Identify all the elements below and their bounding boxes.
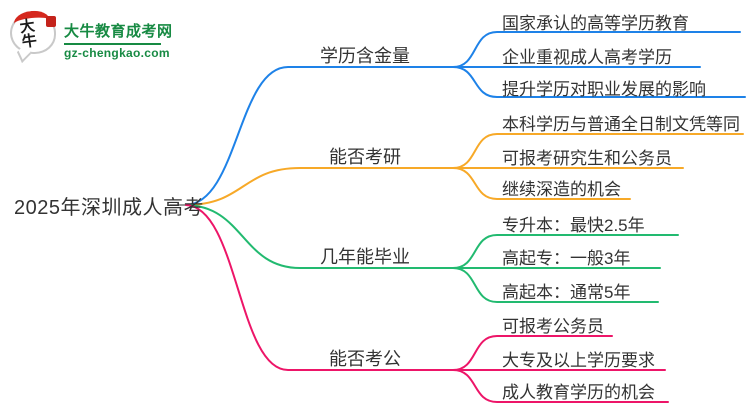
branch-node-4: 能否考公: [329, 349, 401, 369]
branch-1-child-1-line: [452, 31, 741, 68]
leaf-node: 专升本：最快2.5年: [502, 216, 645, 235]
leaf-node: 提升学历对职业发展的影响: [502, 80, 706, 99]
leaf-node: 大专及以上学历要求: [502, 351, 655, 370]
branch-2-child-1-line: [452, 133, 744, 169]
branch-1-trunk-line: [185, 66, 701, 206]
branch-2-child-3-line: [452, 167, 631, 200]
leaf-node: 继续深造的机会: [502, 180, 621, 199]
logo-text-block: 大牛教育成考网 gz-chengkao.com: [64, 12, 173, 60]
branch-3-child-3-line: [452, 267, 659, 303]
logo-domain: gz-chengkao.com: [64, 46, 170, 60]
branch-2-trunk-line: [185, 167, 684, 206]
branch-4-child-1-line: [452, 335, 613, 371]
logo-seal-stamp-icon: [46, 16, 56, 27]
leaf-node: 可报考研究生和公务员: [502, 149, 672, 168]
site-logo: 大牛 大牛教育成考网 gz-chengkao.com: [10, 9, 173, 60]
logo-divider: [64, 43, 161, 45]
logo-title: 大牛教育成考网: [64, 23, 173, 40]
leaf-node: 高起本：通常5年: [502, 283, 631, 302]
leaf-node: 可报考公务员: [502, 317, 604, 336]
root-node: 2025年深圳成人高考: [14, 197, 204, 219]
branch-node-3: 几年能毕业: [320, 247, 410, 267]
branch-1-child-3-line: [452, 66, 746, 98]
branch-4-child-3-line: [452, 369, 669, 403]
branch-node-1: 学历含金量: [320, 46, 410, 66]
branch-3-child-1-line: [452, 234, 679, 269]
leaf-node: 成人教育学历的机会: [502, 383, 655, 402]
branch-3-trunk-line: [185, 204, 661, 269]
branch-node-2: 能否考研: [329, 147, 401, 167]
leaf-node: 企业重视成人高考学历: [502, 48, 672, 67]
leaf-node: 本科学历与普通全日制文凭等同: [502, 115, 740, 134]
branch-4-trunk-line: [185, 204, 666, 371]
logo-bubble-icon: 大牛: [10, 9, 56, 54]
leaf-node: 高起专：一般3年: [502, 249, 631, 268]
leaf-node: 国家承认的高等学历教育: [502, 14, 689, 33]
